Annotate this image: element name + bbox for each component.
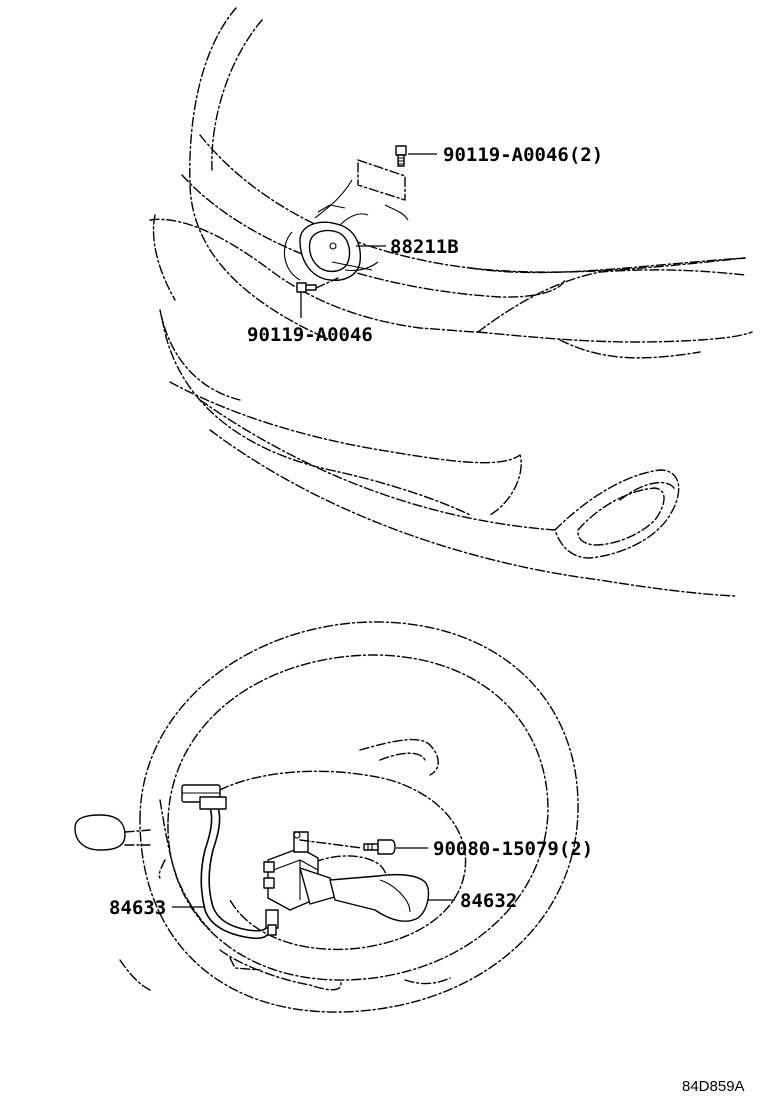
- drawing-reference-number: 84D859A: [682, 1078, 745, 1095]
- callout-screw: 90080-15079(2): [433, 838, 593, 860]
- screw-icon: [363, 839, 396, 855]
- callout-bolt-upper: 90119-A0046(2): [443, 144, 603, 166]
- callout-cruise-control-switch: 84632: [460, 890, 517, 912]
- callout-switch-wire-harness: 84633: [109, 897, 166, 919]
- cruise-control-switch: [263, 831, 430, 922]
- bolt-lower-icon: [296, 277, 339, 293]
- switch-wire-harness: [181, 784, 279, 940]
- horn-assembly: [283, 159, 409, 282]
- callout-horn-assembly: 88211B: [390, 236, 459, 258]
- bolt-upper-icon: [395, 145, 407, 167]
- front-bumper-outline: [149, 7, 753, 597]
- steering-wheel-outline: [74, 621, 579, 1013]
- callout-bolt-lower: 90119-A0046: [247, 324, 373, 346]
